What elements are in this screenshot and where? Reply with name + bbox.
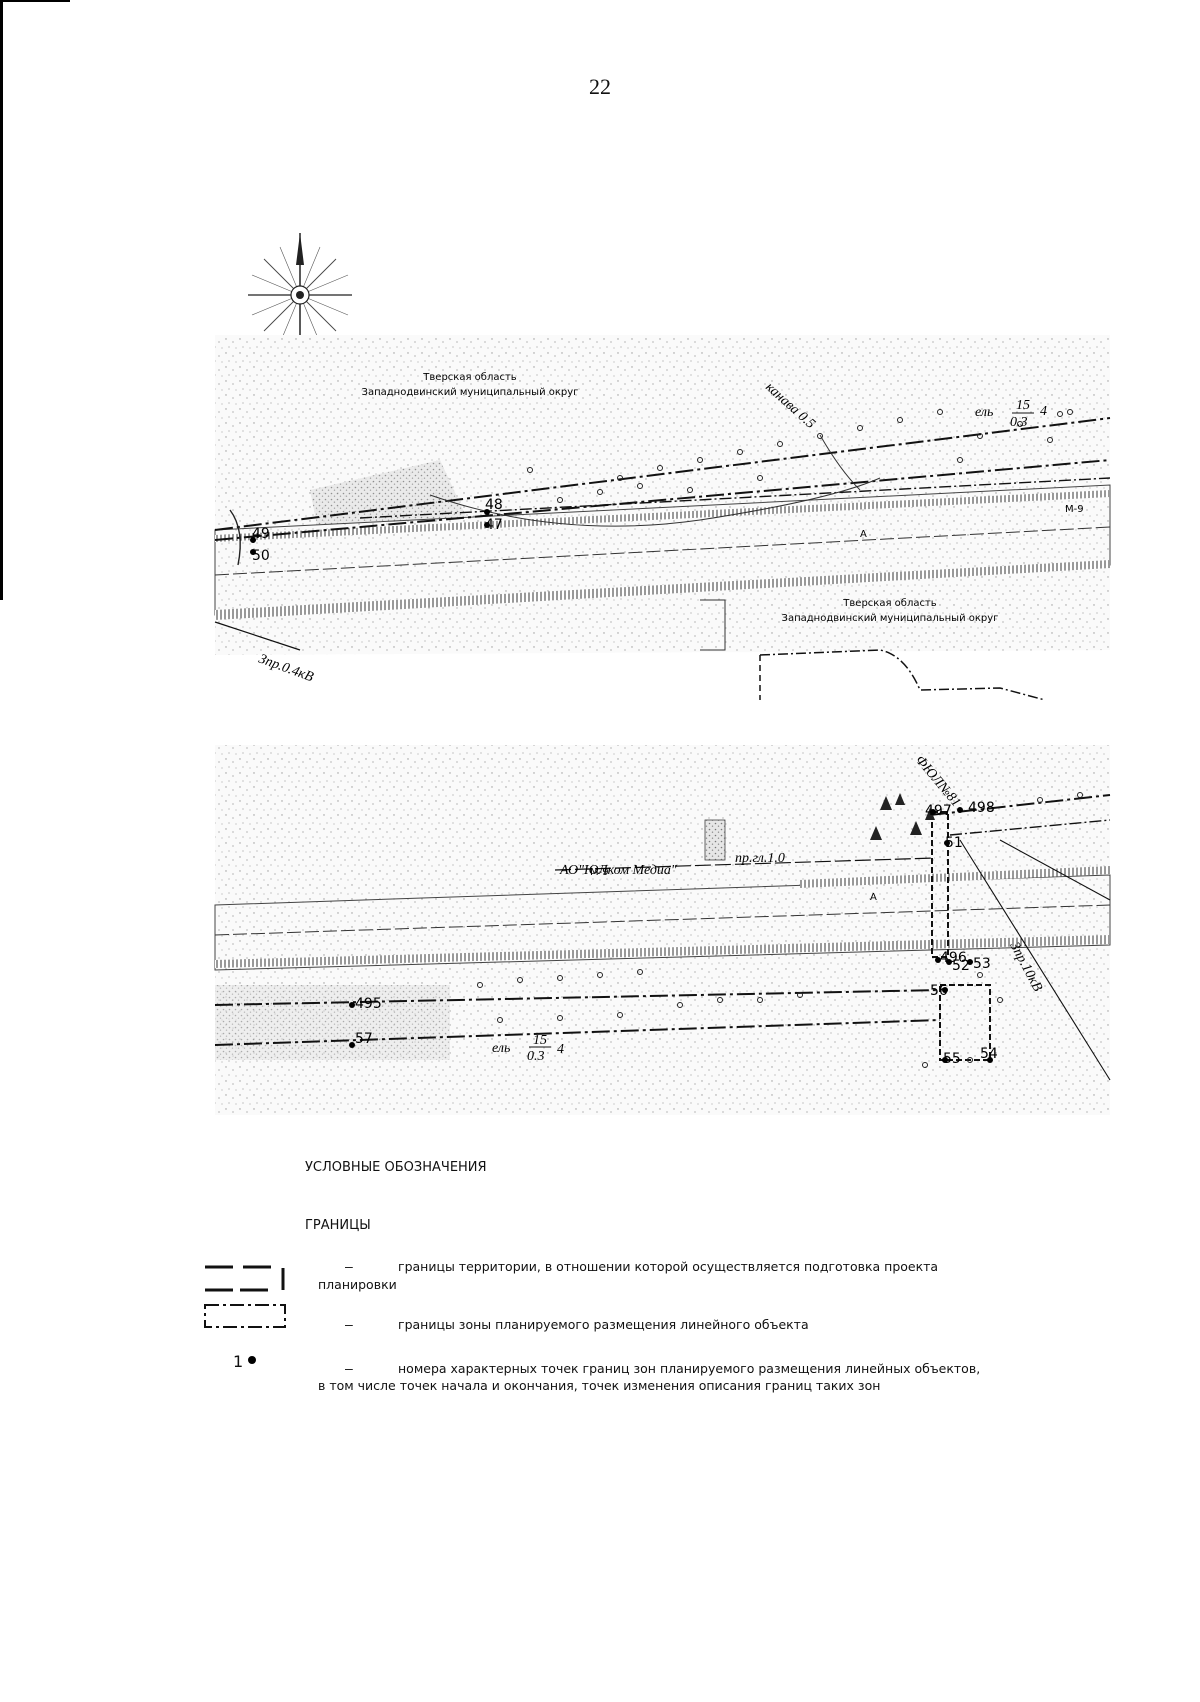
- legend-point-icon: [248, 1356, 256, 1364]
- page-number: 22: [589, 74, 611, 99]
- company-label: АО"ЮЛком Медиа": [559, 863, 677, 878]
- pipe-label: пр.гл.1.0: [735, 851, 785, 866]
- legend-section: ГРАНИЦЫ: [305, 1218, 371, 1233]
- point-496: 496: [940, 950, 967, 966]
- legend-point-number: 1: [233, 1352, 244, 1371]
- point-57: 57: [355, 1031, 373, 1047]
- road-marker-top: А: [860, 529, 867, 540]
- point-52: 52: [952, 958, 970, 974]
- point-50: 50: [252, 548, 270, 564]
- point-54: 54: [980, 1046, 998, 1062]
- road-label-bottom: М-9: [590, 867, 609, 878]
- point-47: 47: [485, 517, 503, 533]
- point-51: 51: [945, 835, 963, 851]
- legend-dash-2: –: [345, 1316, 353, 1332]
- tree-label-bottom-num: 15: [533, 1033, 547, 1048]
- legend-item3-line1: номера характерных точек границ зон план…: [398, 1361, 981, 1376]
- region-label-bottom-1: Тверская область: [842, 598, 936, 609]
- top-edge-mark: [0, 0, 70, 2]
- point-497: 497: [925, 803, 952, 819]
- legend-item2: границы зоны планируемого размещения лин…: [398, 1317, 809, 1332]
- road-marker-bottom: А: [870, 892, 877, 903]
- region-label-bottom-2: Западнодвинский муниципальный округ: [782, 613, 999, 624]
- region-label-top-2: Западнодвинский муниципальный округ: [362, 387, 579, 398]
- legend-item1-line1: границы территории, в отношении которой …: [398, 1259, 939, 1274]
- road-label-top: М-9: [1065, 504, 1084, 515]
- tree-label-top: ель: [975, 405, 993, 420]
- legend-dash-1: –: [345, 1258, 353, 1274]
- tree-label-bottom-den: 0.3: [527, 1049, 545, 1064]
- legend-item3-line2: в том числе точек начала и окончания, то…: [318, 1378, 881, 1393]
- point-48: 48: [485, 497, 503, 513]
- point-56: 56: [930, 983, 948, 999]
- map-bottom-fragment: 497 498 51 496 52 53 56 495 57 55 54 М-9…: [214, 745, 1111, 1115]
- tree-label-bottom-suffix: 4: [557, 1042, 564, 1057]
- left-edge-mark: [0, 0, 3, 600]
- point-498: 498: [968, 800, 995, 816]
- legend-item1-line2: планировки: [318, 1277, 397, 1292]
- map-top-fragment: 48 47 49 50 Тверская область Западнодвин…: [214, 335, 1111, 701]
- legend-symbol-territory: [205, 1265, 285, 1292]
- legend-symbol-zone: [204, 1304, 286, 1328]
- region-label-top-1: Тверская область: [422, 372, 516, 383]
- power-line-04-label: Зпр.0.4кВ: [257, 652, 316, 686]
- point-495: 495: [355, 996, 382, 1012]
- point-55: 55: [943, 1051, 961, 1067]
- tree-label-top-num: 15: [1016, 398, 1030, 413]
- legend-title: УСЛОВНЫЕ ОБОЗНАЧЕНИЯ: [305, 1160, 487, 1175]
- tree-label-top-den: 0.3: [1010, 415, 1028, 430]
- point-49: 49: [252, 526, 270, 542]
- point-53: 53: [973, 956, 991, 972]
- legend-dash-3: –: [345, 1360, 353, 1376]
- tree-label-top-suffix: 4: [1040, 404, 1047, 419]
- tree-label-bottom: ель: [492, 1041, 510, 1056]
